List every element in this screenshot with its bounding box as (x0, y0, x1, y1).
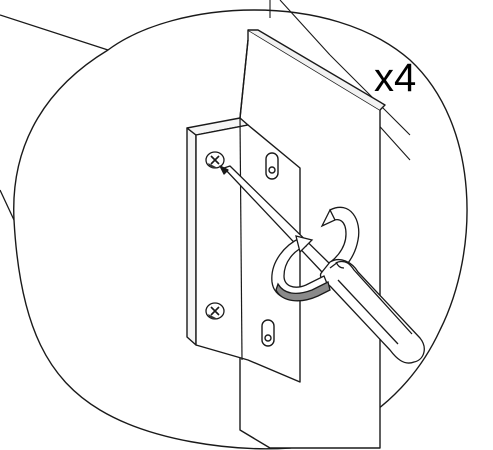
rotation-arrow-front (271, 235, 331, 302)
callout-lines (0, 14, 109, 221)
quantity-label: x4 (374, 56, 417, 100)
bracket-icon (186, 117, 301, 383)
slot-upper (265, 152, 279, 180)
slot-lower (261, 319, 275, 347)
screw-icon (205, 151, 225, 169)
screw-icon-lower (205, 302, 225, 320)
